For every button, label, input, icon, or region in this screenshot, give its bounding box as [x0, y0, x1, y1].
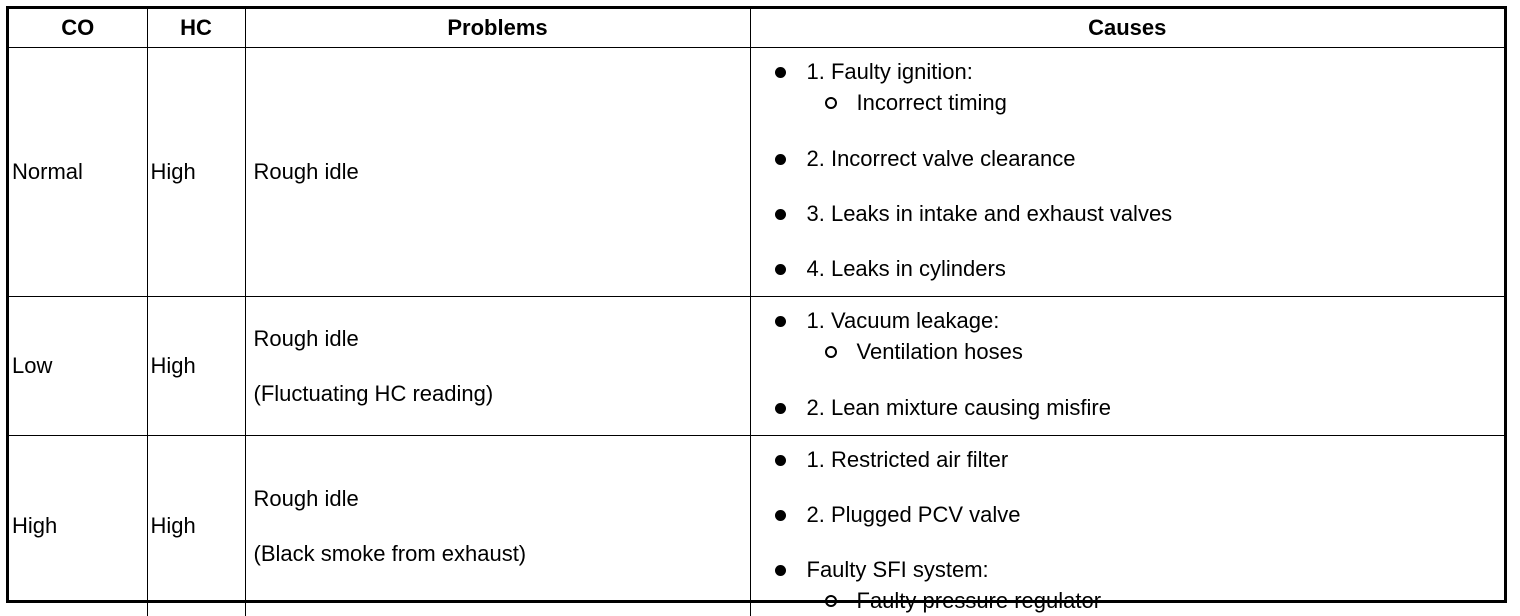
hollow-bullet-icon: [825, 595, 837, 607]
co-cell: Normal: [9, 48, 147, 297]
cause-text: 1. Faulty ignition:: [807, 59, 973, 84]
co-cell: Low: [9, 297, 147, 436]
cause-item: 4. Leaks in cylinders: [775, 255, 1505, 283]
problem-text: Rough idle: [254, 158, 750, 186]
cause-text: 1. Vacuum leakage:: [807, 308, 1000, 333]
hc-cell: High: [147, 48, 245, 297]
cause-item: 3. Leaks in intake and exhaust valves: [775, 200, 1505, 228]
causes-cell: 1. Vacuum leakage: Ventilation hoses 2. …: [750, 297, 1504, 436]
sub-cause-item: Incorrect timing: [807, 88, 1505, 118]
bullet-icon: [775, 565, 786, 576]
header-problems: Problems: [245, 9, 750, 48]
causes-cell: 1. Restricted air filter 2. Plugged PCV …: [750, 436, 1504, 616]
bullet-icon: [775, 316, 786, 327]
cause-item: 1. Faulty ignition: Incorrect timing: [775, 58, 1505, 118]
cause-item: 1. Vacuum leakage: Ventilation hoses: [775, 307, 1505, 367]
bullet-icon: [775, 510, 786, 521]
causes-cell: 1. Faulty ignition: Incorrect timing 2. …: [750, 48, 1504, 297]
cause-item: 1. Restricted air filter: [775, 446, 1505, 474]
hc-cell: High: [147, 297, 245, 436]
problem-text: Rough idle: [254, 325, 750, 353]
hollow-bullet-icon: [825, 346, 837, 358]
header-row: CO HC Problems Causes: [9, 9, 1504, 48]
problems-cell: Rough idle (Fluctuating HC reading): [245, 297, 750, 436]
co-cell: High: [9, 436, 147, 616]
cause-text: 3. Leaks in intake and exhaust valves: [807, 201, 1173, 226]
sub-cause-text: Faulty pressure regulator: [857, 588, 1102, 613]
bullet-icon: [775, 264, 786, 275]
header-causes: Causes: [750, 9, 1504, 48]
diagnosis-table-frame: CO HC Problems Causes Normal High Rough …: [6, 6, 1507, 603]
bullet-icon: [775, 209, 786, 220]
diagnosis-table: CO HC Problems Causes Normal High Rough …: [9, 9, 1504, 616]
cause-item: 2. Lean mixture causing misfire: [775, 394, 1505, 422]
table-row: Low High Rough idle (Fluctuating HC read…: [9, 297, 1504, 436]
problem-text: Rough idle: [254, 485, 750, 513]
problems-cell: Rough idle: [245, 48, 750, 297]
table-row: Normal High Rough idle 1. Faulty ignitio…: [9, 48, 1504, 297]
cause-item: 2. Incorrect valve clearance: [775, 145, 1505, 173]
cause-item: Faulty SFI system: Faulty pressure regul…: [775, 556, 1505, 616]
cause-text: 2. Incorrect valve clearance: [807, 146, 1076, 171]
table-row: High High Rough idle (Black smoke from e…: [9, 436, 1504, 616]
problems-cell: Rough idle (Black smoke from exhaust): [245, 436, 750, 616]
hc-cell: High: [147, 436, 245, 616]
bullet-icon: [775, 455, 786, 466]
cause-item: 2. Plugged PCV valve: [775, 501, 1505, 529]
cause-text: 1. Restricted air filter: [807, 447, 1009, 472]
cause-text: 2. Plugged PCV valve: [807, 502, 1021, 527]
cause-text: 2. Lean mixture causing misfire: [807, 395, 1111, 420]
sub-cause-text: Incorrect timing: [857, 90, 1007, 115]
header-hc: HC: [147, 9, 245, 48]
cause-text: Faulty SFI system:: [807, 557, 989, 582]
cause-text: 4. Leaks in cylinders: [807, 256, 1006, 281]
bullet-icon: [775, 154, 786, 165]
bullet-icon: [775, 403, 786, 414]
header-co: CO: [9, 9, 147, 48]
sub-cause-text: Ventilation hoses: [857, 339, 1023, 364]
problem-note: (Fluctuating HC reading): [254, 380, 750, 408]
bullet-icon: [775, 67, 786, 78]
problem-note: (Black smoke from exhaust): [254, 540, 750, 568]
hollow-bullet-icon: [825, 97, 837, 109]
sub-cause-item: Faulty pressure regulator: [807, 586, 1505, 616]
sub-cause-item: Ventilation hoses: [807, 337, 1505, 367]
